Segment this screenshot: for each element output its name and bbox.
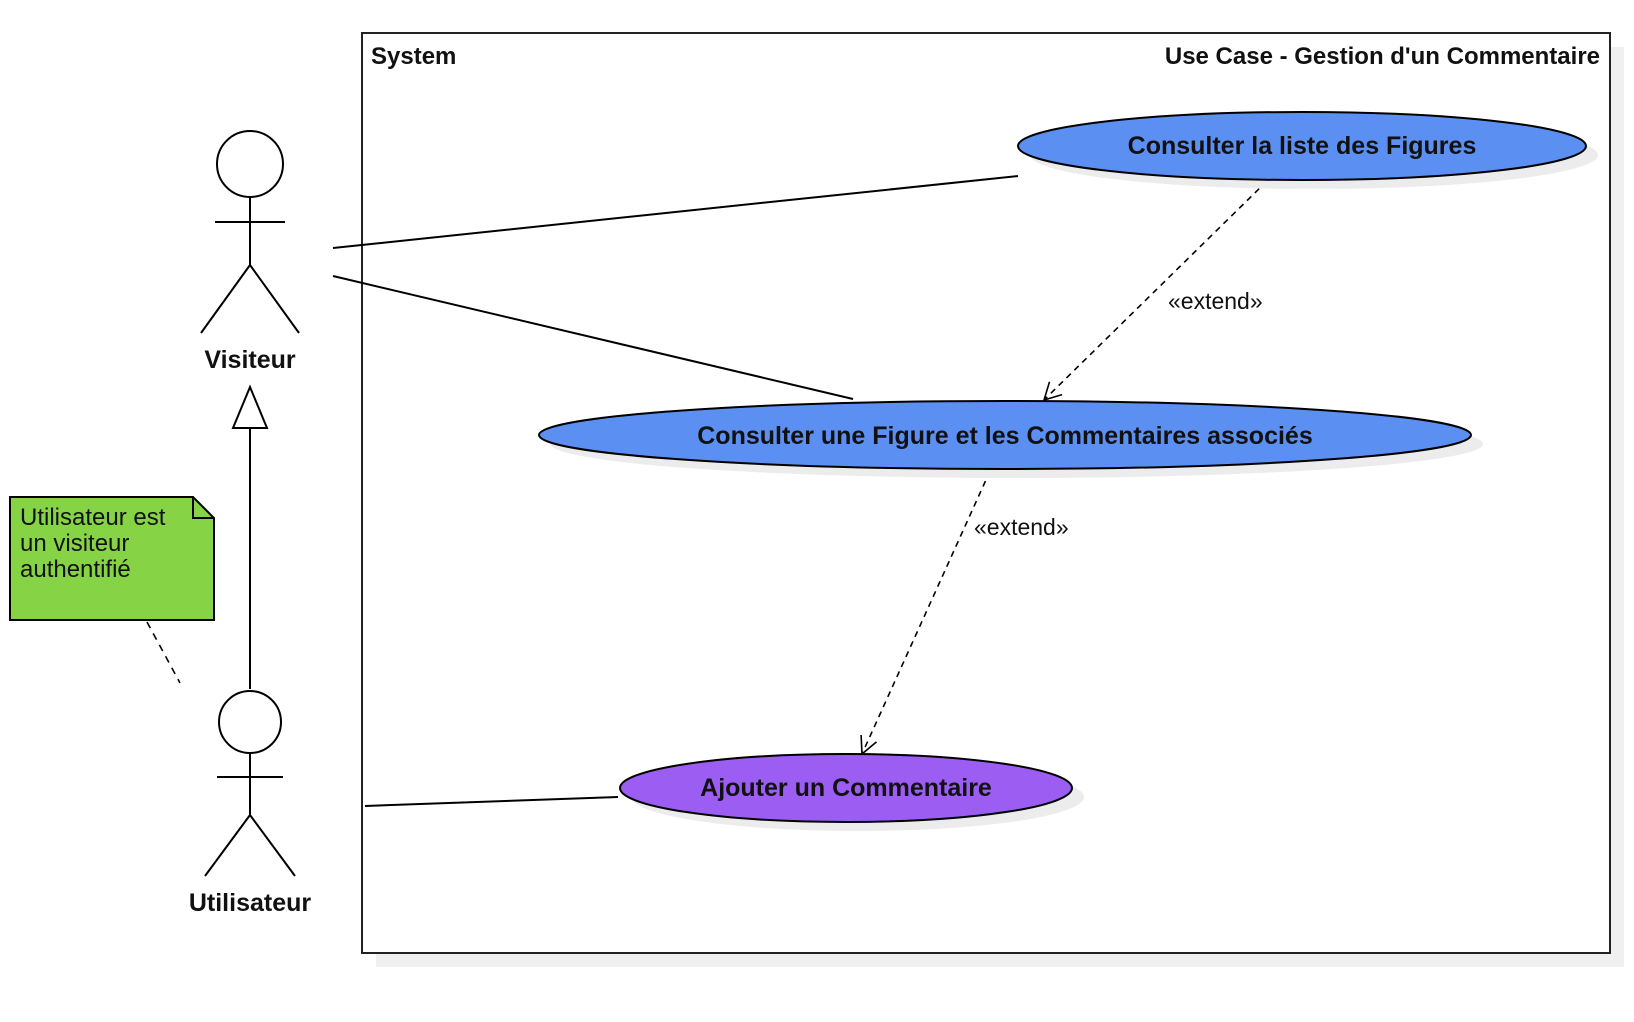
actor-head (218, 690, 282, 754)
actor-right-leg (249, 814, 296, 877)
use-case-consulter-liste[interactable]: Consulter la liste des Figures (1017, 111, 1598, 189)
actor-label: Visiteur (204, 346, 296, 374)
use-case-label: Consulter une Figure et les Commentaires… (697, 422, 1312, 450)
note-anchor-line[interactable] (146, 621, 181, 684)
generalization-arrowhead (231, 384, 269, 429)
extend-line-1 (1043, 180, 1268, 401)
extend-relation-2[interactable]: «extend» (860, 470, 1069, 756)
actor-head (216, 130, 284, 198)
use-case-ajouter-commentaire[interactable]: Ajouter un Commentaire (619, 753, 1084, 831)
note-line-2: un visiteur (20, 530, 129, 557)
association-visiteur-consulter-figure[interactable] (332, 275, 854, 400)
diagram-title: Use Case - Gestion d'un Commentaire (1165, 43, 1600, 70)
note-body (9, 496, 215, 621)
use-case-ellipse (619, 753, 1073, 823)
system-label: System (371, 43, 456, 70)
actor-left-leg (200, 264, 251, 334)
generalization-utilisateur-visiteur[interactable] (231, 384, 269, 689)
association-utilisateur-ajouter[interactable] (364, 796, 619, 807)
extend-relation-1[interactable]: «extend» (1042, 180, 1268, 402)
extend-label-2: «extend» (974, 514, 1069, 540)
extend-line-2 (861, 470, 991, 755)
actor-label: Utilisateur (189, 889, 312, 917)
use-case-ellipse (1017, 111, 1587, 181)
actor-visiteur[interactable]: Visiteur (200, 130, 300, 374)
use-case-consulter-figure[interactable]: Consulter une Figure et les Commentaires… (538, 400, 1483, 478)
note[interactable]: Utilisateur est un visiteur authentifié (9, 496, 215, 621)
actor-left-leg (204, 814, 251, 877)
use-case-label: Ajouter un Commentaire (700, 774, 992, 802)
association-visiteur-consulter-liste[interactable] (332, 175, 1019, 249)
note-fold (192, 497, 214, 519)
use-case-label: Consulter la liste des Figures (1128, 132, 1477, 160)
note-line-1: Utilisateur est (20, 504, 166, 531)
note-line-3: authentifié (20, 556, 131, 583)
extend-label-1: «extend» (1168, 288, 1263, 314)
extend-arrowhead-1 (1042, 381, 1063, 402)
use-case-ellipse (538, 400, 1472, 470)
actor-right-leg (249, 264, 300, 334)
actor-utilisateur[interactable]: Utilisateur (189, 690, 312, 917)
